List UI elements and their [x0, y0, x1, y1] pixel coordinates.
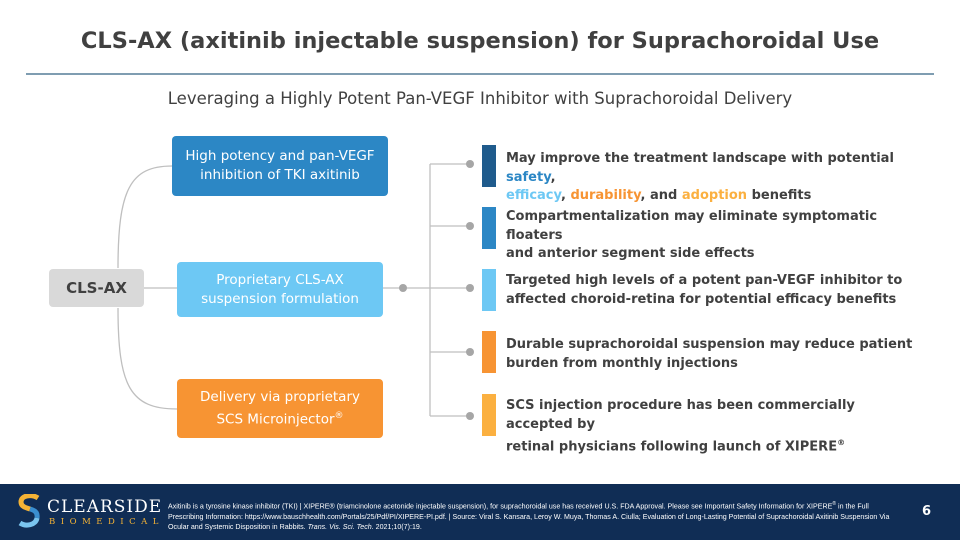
benefit-3-text: Targeted high levels of a potent pan-VEG…: [506, 273, 903, 307]
benefit-5-bar: [482, 394, 496, 436]
benefit-4-text: Durable suprachoroidal suspension may re…: [506, 337, 913, 371]
branch-formulation-line2: suspension formulation: [201, 290, 359, 307]
page-title: CLS-AX (axitinib injectable suspension) …: [80, 28, 880, 54]
benefit-3-dot: [466, 284, 474, 292]
logo-wordmark: CLEARSIDE: [47, 497, 163, 517]
benefit-2-dot: [466, 222, 474, 230]
highlight-durability: durability: [570, 188, 641, 203]
branch-formulation-line1: Proprietary CLS-AX: [216, 271, 344, 288]
benefit-1-text: May improve the treatment landscape with…: [506, 151, 894, 203]
benefit-3-bar: [482, 269, 496, 311]
clearside-logo-icon: [18, 494, 40, 528]
page-number: 6: [922, 504, 932, 519]
root-branch-1-connector: [117, 165, 173, 269]
highlight-adoption: adoption: [681, 188, 748, 203]
branch-delivery: Delivery via proprietary SCS Microinject…: [177, 379, 383, 438]
branch-delivery-line2: SCS Microinjector®: [216, 410, 344, 428]
benefit-5-dot: [466, 412, 474, 420]
root-node: CLS-AX: [49, 269, 144, 307]
footnote: Axitinib is a tyrosine kinase inhibitor …: [168, 501, 890, 531]
benefit-2-text: Compartmentalization may eliminate sympt…: [506, 209, 878, 261]
branch-potency-line1: High potency and pan-VEGF: [185, 148, 375, 164]
branch-formulation: Proprietary CLS-AX suspension formulatio…: [177, 262, 383, 317]
benefit-4-bar: [482, 331, 496, 373]
title-divider: [26, 73, 934, 75]
benefit-1-bar: [482, 145, 496, 187]
branch-potency-line2: inhibition of TKI axitinib: [200, 167, 360, 183]
highlight-safety: safety: [506, 169, 551, 185]
benefit-1-dot: [466, 160, 474, 168]
branch-delivery-line1: Delivery via proprietary: [200, 388, 360, 405]
page-subtitle: Leveraging a Highly Potent Pan-VEGF Inhi…: [167, 89, 793, 108]
branch-potency: High potency and pan-VEGF inhibition of …: [172, 136, 388, 196]
highlight-efficacy: efficacy: [506, 188, 561, 203]
root-branch-3-connector: [117, 307, 178, 410]
hub-start-dot: [399, 284, 407, 292]
benefit-4-dot: [466, 348, 474, 356]
benefit-2-bar: [482, 207, 496, 249]
footer-bar: CLEARSIDE BIOMEDICAL Axitinib is a tyros…: [0, 484, 960, 540]
benefit-5-text: SCS injection procedure has been commerc…: [506, 398, 855, 455]
logo-subtext: BIOMEDICAL: [49, 517, 164, 527]
